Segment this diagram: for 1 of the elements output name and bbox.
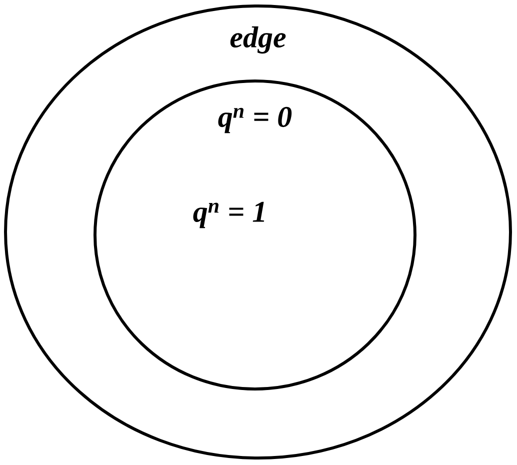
ring-region: q$^{n}$ = 0 q$^{n}$ = 1: [94, 80, 416, 390]
